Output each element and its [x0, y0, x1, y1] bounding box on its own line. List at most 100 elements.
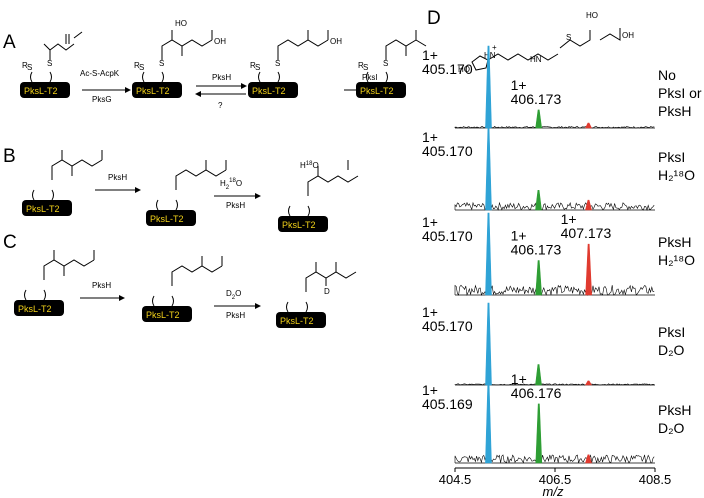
carrier-box	[22, 200, 72, 216]
spectrum-condition: D₂O	[658, 342, 685, 358]
structure-hn: HN	[484, 51, 496, 60]
peak-1	[485, 302, 492, 386]
x-axis-label: m/z	[543, 484, 564, 498]
noise-trace	[454, 284, 655, 296]
carrier-box	[146, 210, 196, 226]
spectrum-condition: PksH	[658, 234, 691, 250]
x-tick-label: 408.5	[639, 472, 672, 487]
arrow2-label: PksH	[212, 73, 231, 82]
spectrum-condition: H₂¹⁸O	[658, 252, 695, 268]
carrier-box	[278, 216, 328, 232]
r-label: R	[250, 61, 256, 70]
peak-label: 405.170	[422, 318, 473, 334]
s-label: S	[27, 63, 32, 72]
noise-trace	[454, 454, 655, 464]
noise-trace	[454, 201, 655, 212]
peak-charge: 1+	[561, 211, 577, 227]
r-label: R	[22, 61, 28, 70]
carrier-box	[20, 82, 70, 98]
carrier-label: PksL-T2	[252, 86, 286, 96]
structure-plus: +	[492, 43, 497, 52]
panel-c-species-3: PksL-T2 D	[276, 262, 357, 328]
arrow2-top: D2O	[226, 289, 241, 301]
peak-2	[535, 190, 542, 211]
peak-3	[585, 243, 592, 296]
peak-charge: 1+	[422, 382, 438, 398]
r-label: R	[134, 61, 140, 70]
pantetheine-structure: HO HN + HN S OH HO	[458, 11, 634, 74]
s-label: S	[363, 63, 368, 72]
structure-hn-2: HN	[530, 55, 542, 64]
panel-a-letter: A	[3, 32, 16, 53]
panel-b-species-2: PksL-T2	[146, 160, 227, 226]
peak-charge: 1+	[511, 371, 527, 387]
panel-d: D HO HN + HN S OH HO 1+405.1701+406.173N…	[422, 8, 702, 498]
arrow1-bottom: PksG	[92, 95, 112, 104]
s-label-2: S	[159, 59, 164, 68]
spectrum-condition: H₂¹⁸O	[658, 167, 695, 183]
peak-label: 405.169	[422, 396, 473, 412]
panel-d-letter: D	[427, 8, 441, 29]
spectrum-condition: No	[658, 67, 676, 83]
peak-1	[485, 380, 492, 464]
peak-2	[535, 364, 542, 386]
spectrum-condition: PksH	[658, 103, 691, 119]
arrow2-top: H218O	[220, 178, 242, 191]
panel-a-species-3: PksL-T2 R S S OH	[248, 30, 342, 98]
peak-charge: 1+	[511, 77, 527, 93]
arrow2-question: ?	[218, 101, 223, 110]
arrow1-label: PksH	[92, 281, 111, 290]
carrier-box	[14, 300, 64, 316]
peak-1	[485, 45, 492, 129]
structure-oh: OH	[622, 31, 634, 40]
carrier-label: PksL-T2	[282, 220, 316, 230]
carrier-label: PksL-T2	[18, 304, 52, 314]
peak-label: 406.176	[511, 385, 562, 401]
spectrum-condition: PksI or	[658, 85, 702, 101]
panel-b-species-3: PksL-T2 H18O	[278, 160, 359, 232]
structure-ho-2: HO	[586, 11, 598, 20]
carrier-label: PksL-T2	[360, 86, 394, 96]
peak-label: 406.173	[511, 242, 562, 258]
peak-3	[585, 199, 592, 211]
arrow2-bottom: PksH	[226, 201, 245, 210]
peak-1	[485, 127, 492, 211]
peak-charge: 1+	[422, 304, 438, 320]
peak-2	[535, 260, 542, 296]
peak-label: 405.170	[422, 143, 473, 159]
carrier-label: PksL-T2	[24, 86, 58, 96]
x-tick-label: 406.5	[539, 472, 572, 487]
peak-3	[584, 380, 593, 386]
panel-a-species-4: PksL-T2 R S S	[356, 30, 427, 98]
peak-3	[585, 454, 592, 464]
deuterium-label: D	[324, 287, 330, 296]
peak-charge: 1+	[422, 214, 438, 230]
arrow1-label: PksH	[108, 173, 127, 182]
s-label: S	[139, 63, 144, 72]
peak-label: 405.170	[422, 228, 473, 244]
spectrum-condition: D₂O	[658, 420, 685, 436]
panel-c-species-2: PksL-T2	[142, 256, 223, 322]
peak-charge: 1+	[511, 228, 527, 244]
spectrum-condition: PksI	[658, 324, 685, 340]
s-label-2: S	[47, 59, 52, 68]
carrier-box	[142, 306, 192, 322]
carrier-box	[276, 312, 326, 328]
carrier-label: PksL-T2	[136, 86, 170, 96]
carboxyl-oh: OH	[330, 37, 342, 46]
panel-a: A PksL-T2 R S S Ac-S-AcpK PksG PksL-T2 R…	[3, 19, 427, 110]
s-label-2: S	[275, 59, 280, 68]
peak-2	[535, 403, 543, 464]
spectrum-condition: PksI	[658, 149, 685, 165]
s-label-2: S	[383, 59, 388, 68]
r-label: R	[358, 61, 364, 70]
carrier-label: PksL-T2	[146, 310, 180, 320]
arrow2-bottom: PksH	[226, 311, 245, 320]
panel-b-species-1: PksL-T2	[22, 150, 103, 216]
